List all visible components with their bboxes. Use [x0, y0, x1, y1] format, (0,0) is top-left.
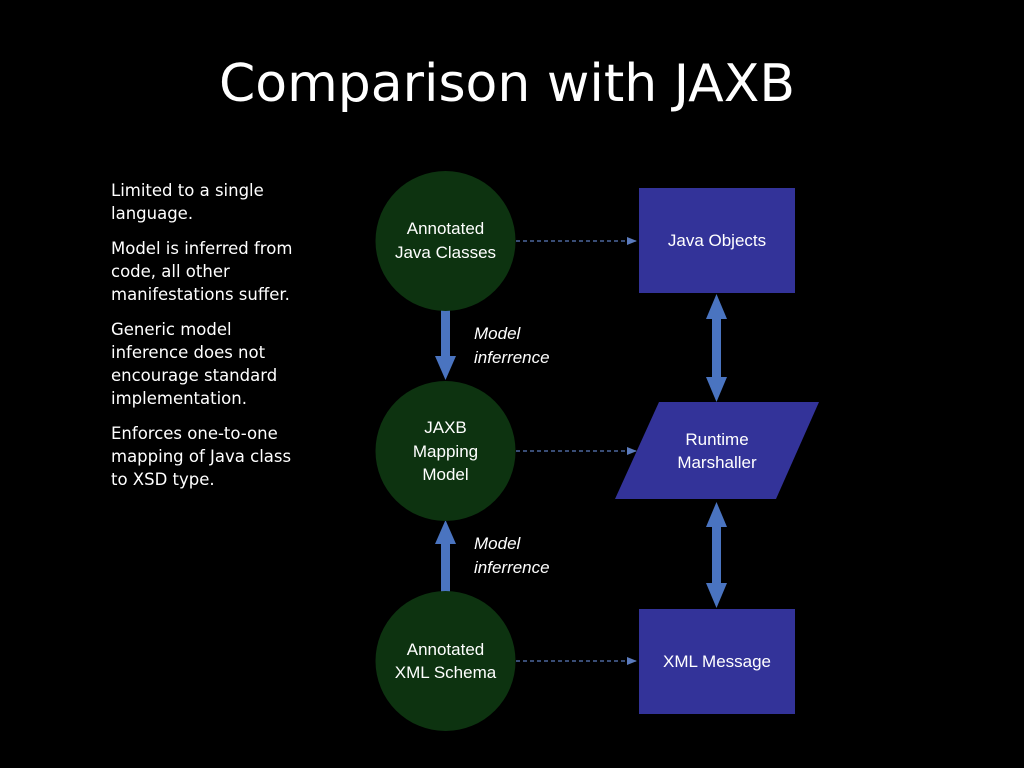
- inference-arrow-down: [435, 310, 456, 380]
- node-label: Annotated: [407, 219, 485, 238]
- bullet-list: Limited to a single language. Model is i…: [111, 179, 301, 503]
- bullet-item: Model is inferred from code, all other m…: [111, 239, 293, 304]
- box-label: Java Objects: [668, 231, 766, 250]
- box-label: XML Message: [663, 652, 771, 671]
- node-label: Model: [422, 465, 468, 484]
- double-arrow-bottom: [706, 502, 727, 608]
- jaxb-mapping-model-node: [375, 381, 516, 521]
- box-label: Runtime: [685, 430, 748, 449]
- node-label: Annotated: [407, 640, 485, 659]
- slide-title: Comparison with JAXB: [218, 54, 795, 114]
- arrow-label: Model: [474, 534, 522, 553]
- double-arrow-top: [706, 294, 727, 402]
- bullet-item: Limited to a single language.: [111, 181, 264, 223]
- annotated-xml-schema-node: [375, 591, 516, 731]
- annotated-java-classes-node: [375, 171, 516, 311]
- node-label: Mapping: [413, 442, 478, 461]
- runtime-marshaller-box: [615, 402, 819, 499]
- node-label: XML Schema: [395, 663, 497, 682]
- inference-arrow-up: [435, 520, 456, 593]
- bullet-item: Enforces one-to-one mapping of Java clas…: [111, 424, 292, 489]
- arrow-label: Model: [474, 324, 522, 343]
- node-label: Java Classes: [395, 243, 496, 262]
- xml-message-box: [639, 609, 795, 714]
- node-label: JAXB: [424, 418, 467, 437]
- box-label: Marshaller: [677, 453, 757, 472]
- arrow-label: inferrence: [474, 348, 550, 367]
- java-objects-box: [639, 188, 795, 293]
- bullet-item: Generic model inference does not encoura…: [111, 320, 278, 408]
- arrow-label: inferrence: [474, 558, 550, 577]
